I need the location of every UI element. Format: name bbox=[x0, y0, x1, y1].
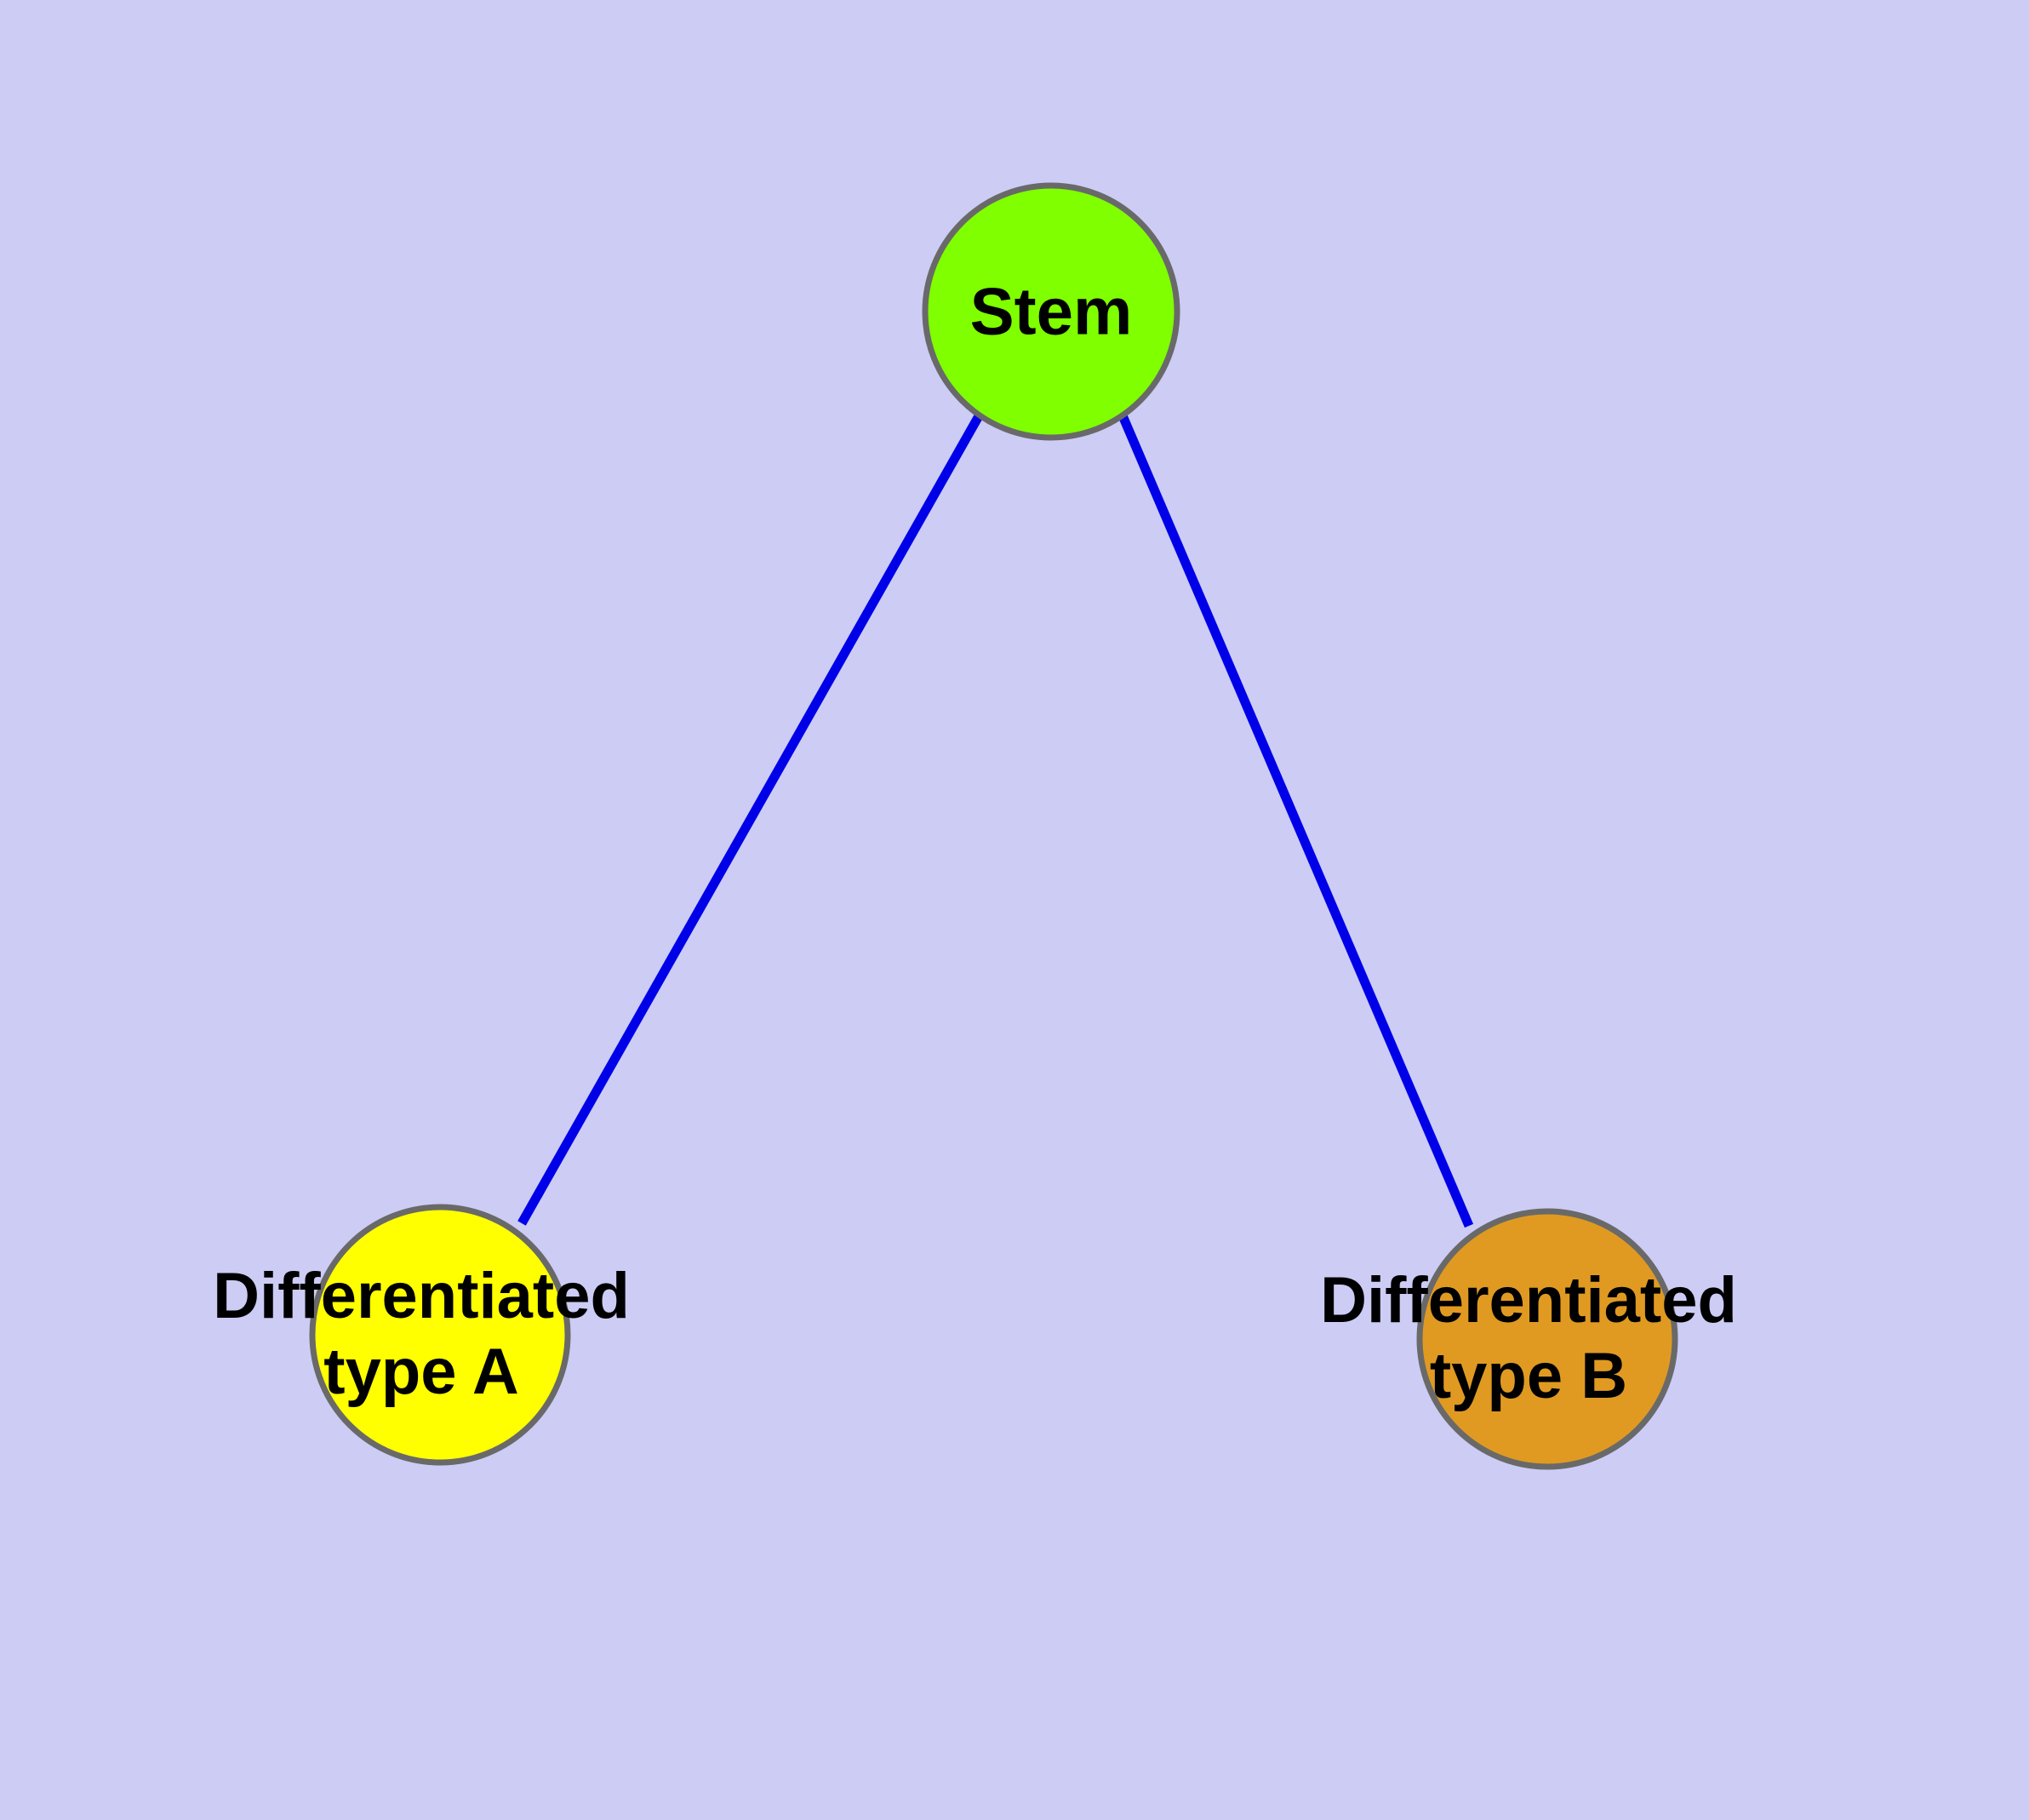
graph-node-diff_b[interactable] bbox=[1416, 1208, 1678, 1470]
graph-node-diff_a[interactable] bbox=[309, 1204, 571, 1466]
graph-node-stem[interactable] bbox=[922, 182, 1180, 441]
graph-edge-stem-to-a[interactable] bbox=[517, 412, 984, 1226]
node-layer bbox=[309, 182, 1678, 1470]
graph-edge-stem-to-b[interactable] bbox=[1117, 411, 1474, 1228]
edge-layer bbox=[517, 411, 1474, 1228]
